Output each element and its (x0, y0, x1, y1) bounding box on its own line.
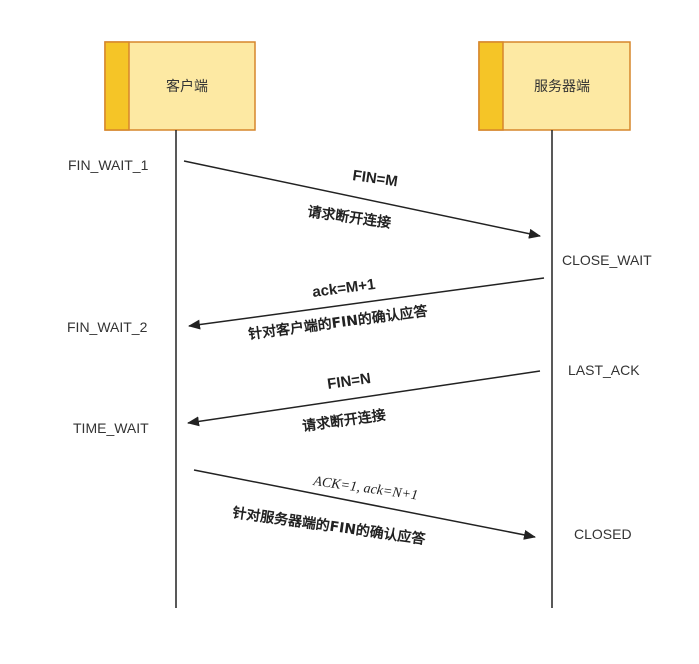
client-state-fin-wait-2: FIN_WAIT_2 (67, 319, 148, 335)
server-participant-box: 服务器端 (478, 41, 631, 131)
message-fin-n-label: FIN=N (326, 370, 372, 393)
server-state-closed: CLOSED (574, 526, 632, 542)
client-state-fin-wait-1: FIN_WAIT_1 (68, 157, 149, 173)
client-participant-box: 客户端 (104, 41, 256, 131)
server-state-close-wait: CLOSE_WAIT (562, 252, 652, 268)
message-fin-n-desc: 请求断开连接 (301, 406, 387, 435)
message-ack-m1-label: ack=M+1 (311, 276, 376, 301)
server-state-last-ack: LAST_ACK (568, 362, 640, 378)
message-fin-m-label: FIN=M (351, 167, 398, 190)
message-fin-m-desc: 请求断开连接 (306, 203, 392, 232)
message-ack-n1: ACK=1, ack=N+1 针对服务器端的FIN的确认应答 (193, 469, 536, 548)
client-label: 客户端 (166, 78, 208, 95)
message-fin-m: FIN=M 请求断开连接 (183, 160, 541, 239)
message-ack-m1: ack=M+1 针对客户端的FIN的确认应答 (188, 276, 545, 343)
message-ack-n1-label: ACK=1, ack=N+1 (311, 474, 418, 504)
message-ack-m1-desc: 针对客户端的FIN的确认应答 (246, 302, 429, 343)
server-label: 服务器端 (534, 79, 590, 95)
message-fin-n: FIN=N 请求断开连接 (187, 370, 541, 435)
client-state-time-wait: TIME_WAIT (73, 420, 149, 436)
